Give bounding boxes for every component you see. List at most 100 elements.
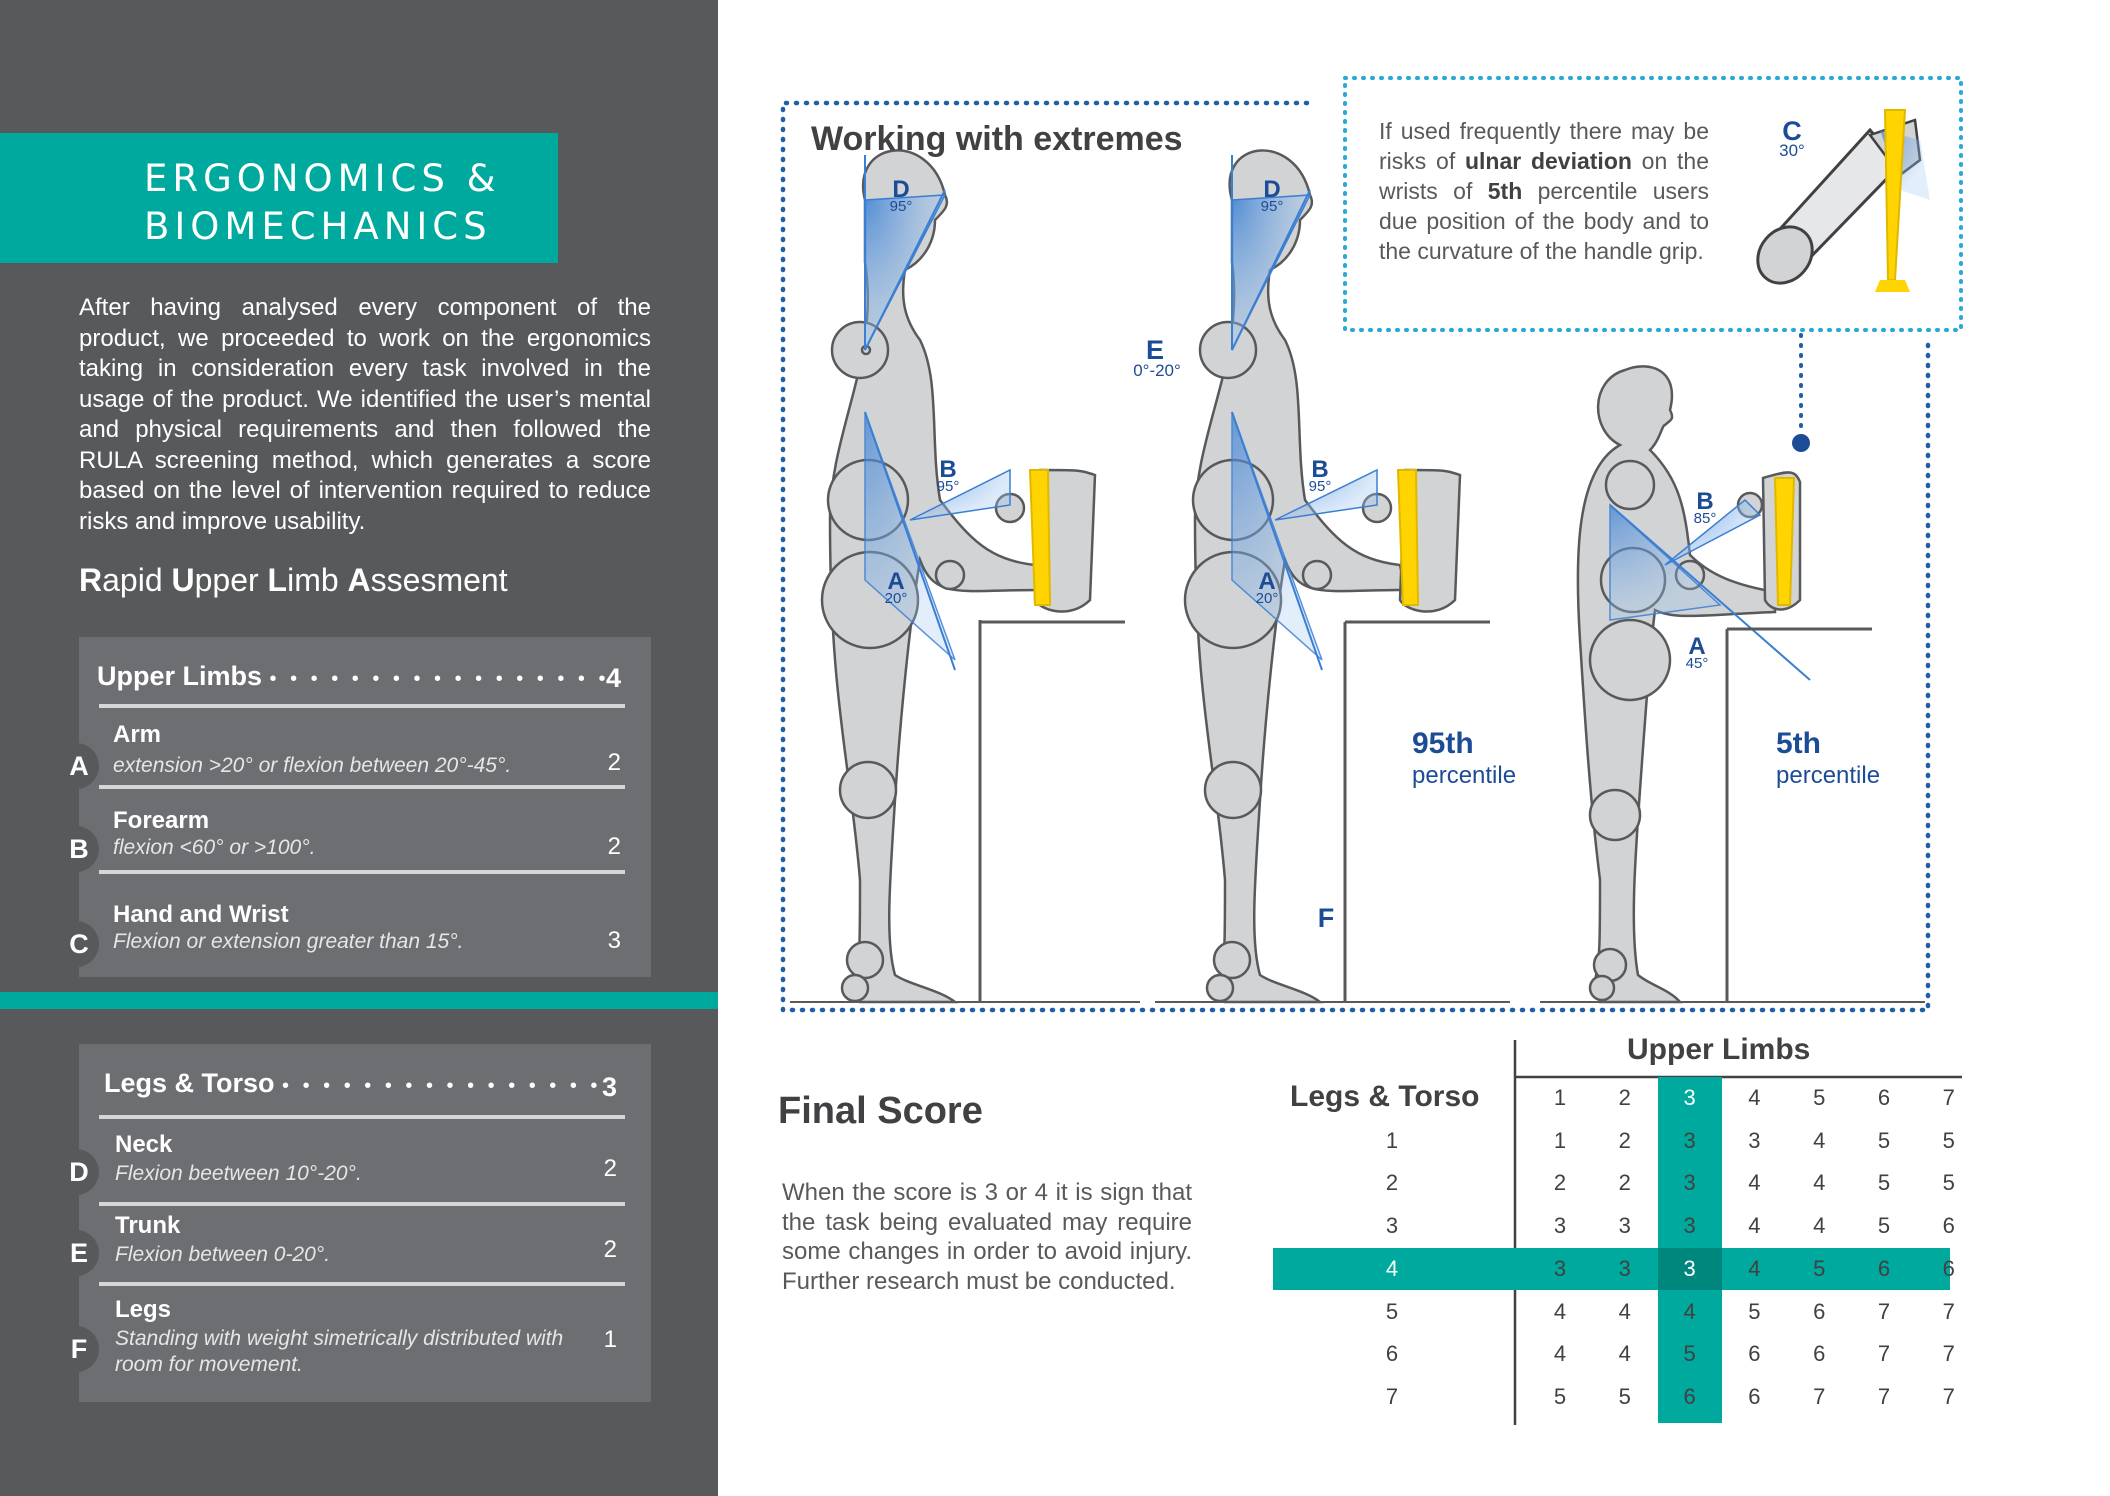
wrist-detail-illustration — [1756, 109, 1930, 292]
divider — [99, 1115, 625, 1119]
final-score-title: Final Score — [778, 1090, 983, 1132]
divider — [99, 870, 625, 874]
note-connector-dot — [1792, 434, 1810, 452]
angle-fan-B — [1274, 468, 1378, 521]
column-header: 7 — [1942, 1085, 1955, 1110]
p95-num: 95th — [1412, 727, 1474, 760]
criterion-desc: extension >20° or flexion between 20°-45… — [113, 754, 512, 777]
table-cell: 6 — [1813, 1341, 1826, 1367]
table-cell: 1 — [1553, 1127, 1567, 1153]
label-B: B — [939, 456, 956, 483]
table-cell: 4 — [1618, 1341, 1631, 1367]
legs-torso-title: Legs & Torso • • • • • • • • • • • • • •… — [104, 1068, 602, 1098]
table-cell: 3 — [1618, 1255, 1631, 1281]
criterion-name: Forearm — [113, 807, 210, 834]
table-cell: 4 — [1813, 1127, 1826, 1153]
table-cell: 6 — [1942, 1213, 1955, 1239]
label-A-angle: 20° — [1256, 590, 1279, 607]
handle-yellow — [1773, 477, 1796, 606]
title-line-1: ERGONOMICS & — [144, 157, 501, 200]
table-cell: 5 — [1877, 1213, 1891, 1239]
table-cell: 7 — [1813, 1383, 1826, 1409]
row-label: 2 — [1385, 1170, 1399, 1196]
criterion-score: 2 — [603, 1155, 617, 1182]
label-B-angle: 95° — [937, 478, 960, 495]
criterion-letter: D — [59, 1149, 99, 1195]
table-cell: 4 — [1813, 1213, 1826, 1239]
label-B-angle: 95° — [1309, 478, 1332, 495]
highlight-row — [1273, 1247, 1950, 1291]
score-table-row-title: Legs & Torso — [1290, 1080, 1480, 1113]
title-line-2: BIOMECHANICS — [144, 205, 492, 248]
legs-torso-card: Legs & Torso • • • • • • • • • • • • • •… — [59, 1044, 651, 1402]
column-header: 2 — [1618, 1085, 1631, 1110]
angle-fan-B — [909, 468, 1011, 521]
upper-limbs-card: Upper Limbs • • • • • • • • • • • • • • … — [59, 637, 651, 977]
label-E-angle: 0°-20° — [1133, 361, 1181, 380]
table-cell: 3 — [1553, 1255, 1567, 1281]
angle-fan-A — [1609, 503, 1722, 621]
table-cell: 4 — [1553, 1341, 1567, 1367]
table-cell: 2 — [1553, 1170, 1567, 1196]
criterion-letter: F — [59, 1326, 99, 1372]
table-cell: 2 — [1618, 1170, 1631, 1196]
table-cell: 4 — [1748, 1170, 1761, 1196]
label-C: C — [1782, 116, 1802, 146]
label-B: B — [1311, 456, 1328, 483]
criterion-arm: A Arm extension >20° or flexion between … — [59, 717, 651, 797]
figure-95th-left — [820, 149, 1097, 1004]
percentile-labels: 95th percentile 5th percentile — [1412, 727, 1880, 789]
intro-paragraph: After having analysed every component of… — [79, 294, 651, 535]
ergonomics-diagram: Working with extremes D 95° B 95° A 20° … — [780, 76, 1963, 1425]
label-A: A — [1258, 568, 1275, 595]
criterion-desc: Flexion between 0-20°. — [115, 1243, 331, 1266]
table-cell: 5 — [1748, 1298, 1761, 1324]
upper-limbs-title: Upper Limbs • • • • • • • • • • • • • • … — [97, 661, 610, 691]
label-E: E — [1146, 335, 1164, 365]
table-cell: 5 — [1683, 1341, 1696, 1367]
left-panel: ERGONOMICS & BIOMECHANICS After having a… — [0, 0, 718, 1496]
criterion-neck: D Neck Flexion beetween 10°-20°. 2 — [59, 1131, 651, 1207]
section-title-box: ERGONOMICS & BIOMECHANICS — [0, 133, 558, 263]
angle-line — [864, 411, 956, 671]
score-table-col-title: Upper Limbs — [1627, 1033, 1811, 1066]
table-cell: 5 — [1813, 1255, 1826, 1281]
table-cell: 6 — [1813, 1298, 1826, 1324]
table-cell: 4 — [1618, 1298, 1631, 1324]
table-cell: 6 — [1877, 1255, 1891, 1281]
criterion-letter: C — [59, 921, 99, 967]
label-F: F — [1318, 903, 1335, 933]
row-label: 3 — [1385, 1213, 1399, 1239]
criterion-desc: flexion <60° or >100°. — [113, 836, 316, 859]
angle-line — [864, 189, 946, 351]
angle-line — [1231, 189, 1311, 351]
criterion-letter: A — [59, 743, 99, 789]
column-header: 3 — [1683, 1085, 1696, 1110]
section-title: ERGONOMICS & BIOMECHANICS — [144, 155, 500, 251]
label-A: A — [887, 568, 904, 595]
table-cell: 5 — [1942, 1127, 1955, 1153]
figure-95th — [1183, 149, 1462, 1004]
angle-fan-B — [1664, 498, 1762, 566]
table-cell: 3 — [1553, 1213, 1567, 1239]
divider — [99, 704, 625, 708]
divider — [99, 1202, 625, 1206]
label-D: D — [1263, 176, 1280, 203]
table-cell: 7 — [1942, 1341, 1955, 1367]
table-cell: 3 — [1683, 1255, 1696, 1281]
criterion-name: Trunk — [115, 1212, 181, 1239]
table-cell: 6 — [1748, 1341, 1761, 1367]
table-cell: 4 — [1748, 1255, 1761, 1281]
row-label: 5 — [1385, 1298, 1399, 1324]
p95-word: percentile — [1412, 762, 1516, 789]
criterion-score: 2 — [603, 1236, 617, 1263]
table-cell: 6 — [1748, 1383, 1761, 1409]
column-header: 6 — [1877, 1085, 1891, 1110]
table-cell: 3 — [1683, 1170, 1696, 1196]
table-cell: 6 — [1942, 1255, 1955, 1281]
accent-stripe — [0, 992, 718, 1009]
table-cell: 3 — [1618, 1213, 1631, 1239]
row-label: 7 — [1385, 1383, 1399, 1409]
handle-yellow — [1396, 469, 1420, 606]
row-label: 1 — [1385, 1127, 1399, 1153]
